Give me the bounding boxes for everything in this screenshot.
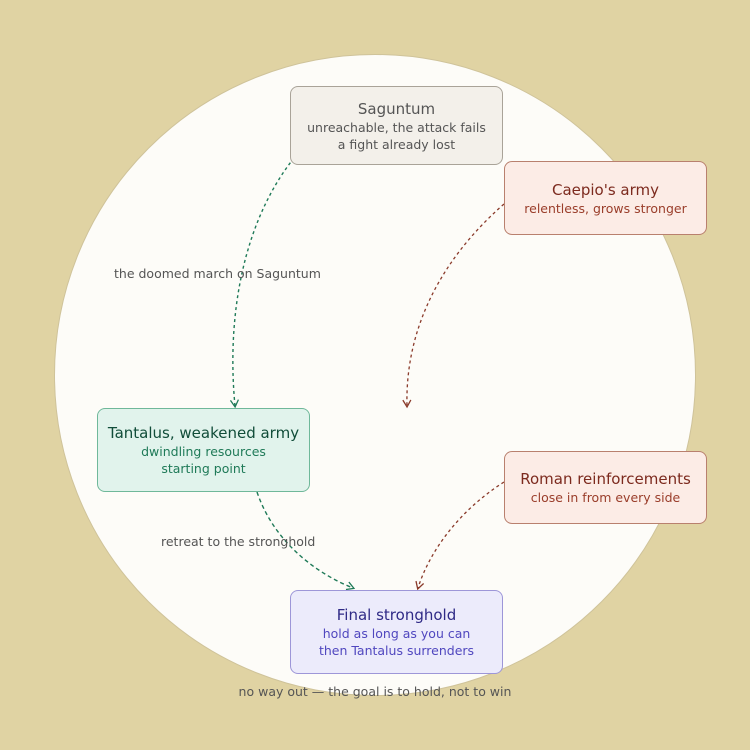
edge-roman-to-stronghold <box>415 481 505 591</box>
edge-label-march: the doomed march on Saguntum <box>114 266 321 281</box>
node-stronghold-title: Final stronghold <box>336 606 457 624</box>
node-stronghold-line-1: hold as long as you can <box>322 626 471 641</box>
node-tantalus-title: Tantalus, weakened army <box>107 424 300 442</box>
node-caepio-line-1: relentless, grows stronger <box>524 200 687 216</box>
node-tantalus-line-1: dwindling resources <box>141 444 266 459</box>
node-caepio: Caepio's army relentless, grows stronger <box>504 161 707 235</box>
node-saguntum: Saguntum unreachable, the attack fails a… <box>290 86 503 165</box>
node-saguntum-line-2: a fight already lost <box>337 136 456 152</box>
node-final-stronghold: Final stronghold hold as long as you can… <box>290 590 503 674</box>
node-saguntum-title: Saguntum <box>357 99 436 118</box>
node-tantalus-line-2: starting point <box>161 461 246 476</box>
node-stronghold-line-2: then Tantalus surrenders <box>318 643 475 658</box>
node-caepio-title: Caepio's army <box>551 180 660 199</box>
node-roman-reinforcements: Roman reinforcements close in from every… <box>504 451 707 524</box>
edge-caepio-to-center <box>402 203 505 409</box>
edge-label-retreat: retreat to the stronghold <box>161 534 316 549</box>
edge-tantalus-to-stronghold <box>256 491 356 591</box>
node-tantalus: Tantalus, weakened army dwindling resour… <box>97 408 310 492</box>
footer-caption: no way out — the goal is to hold, not to… <box>238 684 512 699</box>
node-roman-line-1: close in from every side <box>530 490 681 505</box>
node-roman-title: Roman reinforcements <box>520 470 691 488</box>
node-saguntum-line-1: unreachable, the attack fails <box>307 119 486 135</box>
edge-saguntum-to-tantalus <box>229 139 311 409</box>
